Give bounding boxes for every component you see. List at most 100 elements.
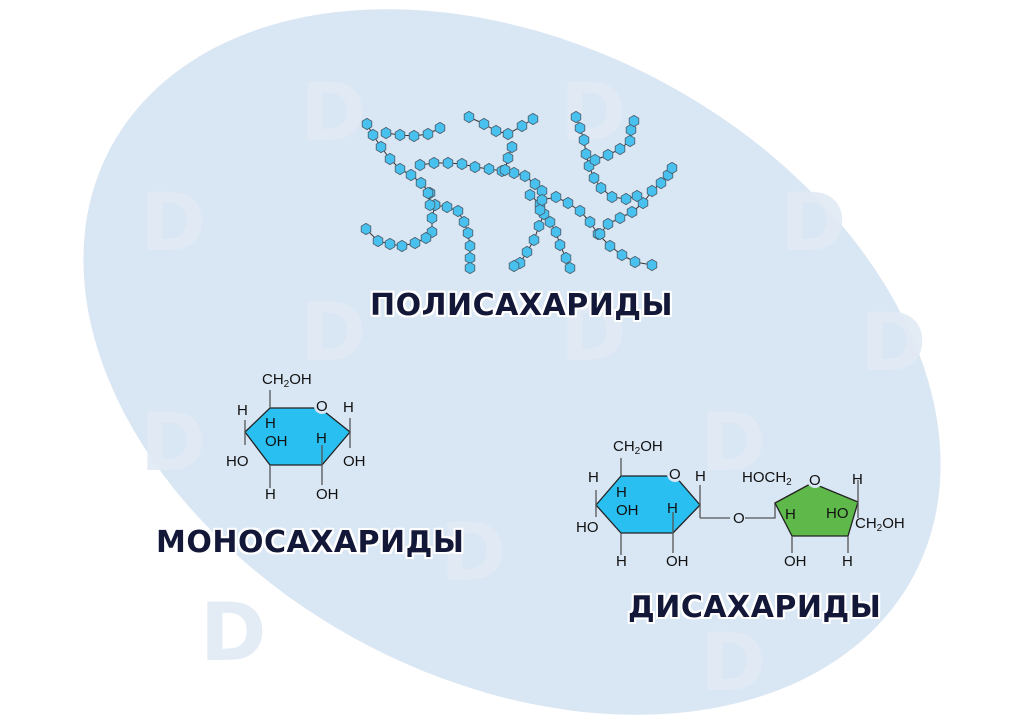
- hexagon-bead: [463, 110, 475, 124]
- disaccharide-structure: O CH2OH O H H H OH H HO H OH HOCH2 O H H…: [576, 438, 905, 570]
- oh-label: OH: [666, 553, 689, 570]
- hexagon-bead: [360, 222, 372, 236]
- hexagon-bead: [464, 251, 476, 265]
- h-label: H: [667, 500, 678, 517]
- svg-text:D: D: [300, 66, 366, 159]
- h-label: H: [616, 553, 627, 570]
- svg-text:D: D: [780, 176, 846, 269]
- hexagon-bead: [534, 203, 546, 217]
- hexagon-bead: [384, 237, 396, 251]
- hexagon-bead: [375, 140, 387, 154]
- hexagon-bead: [490, 124, 502, 138]
- hexagon-bead: [502, 127, 514, 141]
- label-disaccharides: ДИСАХАРИДЫ: [628, 590, 882, 625]
- hexagon-bead: [550, 225, 562, 239]
- hexagon-bead: [409, 236, 421, 250]
- hexagon-bead: [405, 168, 417, 182]
- hexagon-bead: [544, 215, 556, 229]
- ho-label: HO: [576, 519, 599, 536]
- oh-label: OH: [343, 453, 366, 470]
- hexagon-bead: [602, 148, 614, 162]
- h-label: H: [343, 399, 354, 416]
- hexagon-bead: [428, 156, 440, 170]
- hexagon-bead: [536, 193, 548, 207]
- h-label: H: [265, 486, 276, 503]
- hexagon-bead: [574, 204, 586, 218]
- svg-text:D: D: [700, 396, 766, 489]
- hexagon-bead: [483, 162, 495, 176]
- hexagon-bead: [414, 158, 426, 172]
- hexagon-bead: [614, 142, 626, 156]
- svg-text:D: D: [200, 586, 266, 679]
- hexagon-bead: [628, 114, 640, 128]
- h-label: H: [616, 484, 627, 501]
- h-label: H: [265, 415, 276, 432]
- hexagon-bead: [422, 186, 434, 200]
- hexagon-bead: [464, 261, 476, 275]
- hexagon-bead: [655, 176, 667, 190]
- h-label: H: [237, 402, 248, 419]
- glucose-ch2oh: CH2OH: [613, 438, 663, 457]
- hexagon-bead: [529, 177, 541, 191]
- hexagon-bead: [452, 204, 464, 218]
- hexagon-bead: [562, 196, 574, 210]
- oh-label: OH: [784, 553, 807, 570]
- hexagon-bead: [384, 152, 396, 166]
- svg-text:D: D: [560, 66, 626, 159]
- hexagon-bead: [620, 192, 632, 206]
- hexagon-bead: [422, 127, 434, 141]
- hexagon-bead: [602, 217, 614, 231]
- hexagon-bead: [462, 226, 474, 240]
- label-polysaccharides: ПОЛИСАХАРИДЫ: [370, 288, 674, 323]
- hexagon-bead: [415, 176, 427, 190]
- hexagon-bead: [624, 134, 636, 148]
- oh-label: OH: [265, 433, 288, 450]
- label-monosaccharides: МОНОСАХАРИДЫ: [156, 525, 465, 560]
- fructose-hoch2: HOCH2: [742, 469, 792, 488]
- hexagon-bead: [442, 156, 454, 170]
- hexagon-bead: [434, 121, 446, 135]
- hexagon-bead: [394, 162, 406, 176]
- hexagon-bead: [441, 200, 453, 214]
- ho-label: HO: [826, 505, 849, 522]
- ring-oxygen: O: [316, 398, 328, 415]
- hexagon-bead: [554, 238, 566, 252]
- svg-text:D: D: [140, 396, 206, 489]
- hexagon-bead: [594, 227, 606, 241]
- fructose-ring: [774, 482, 859, 537]
- hexagon-bead: [595, 181, 607, 195]
- h-label: H: [785, 506, 796, 523]
- hexagon-bead: [629, 255, 641, 269]
- hexagon-bead: [564, 261, 576, 275]
- hexagon-bead: [502, 151, 514, 165]
- hexagon-bead: [646, 184, 658, 198]
- hexagon-bead: [426, 211, 438, 225]
- svg-text:D: D: [560, 286, 626, 379]
- hexagon-bead: [550, 190, 562, 204]
- hexagon-bead: [584, 215, 596, 229]
- hexagon-bead: [646, 258, 658, 272]
- hexagon-bead: [521, 245, 533, 259]
- hexagon-bead: [574, 121, 586, 135]
- hexagon-bead: [516, 119, 528, 133]
- oh-label: OH: [316, 486, 339, 503]
- hexagon-bead: [631, 189, 643, 203]
- hexagon-bead: [606, 190, 618, 204]
- svg-text:D: D: [700, 616, 766, 709]
- hexagon-bead: [506, 140, 518, 154]
- hexagon-bead: [626, 205, 638, 219]
- hexagon-bead: [469, 160, 481, 174]
- svg-text:D: D: [440, 506, 506, 599]
- hexagon-bead: [524, 188, 536, 202]
- hexagon-bead: [458, 215, 470, 229]
- hexagon-bead: [396, 239, 408, 253]
- hexagon-bead: [560, 251, 572, 265]
- h-label: H: [316, 430, 327, 447]
- h-label: H: [588, 469, 599, 486]
- hexagon-bead: [533, 219, 545, 233]
- hexagon-bead: [570, 110, 582, 124]
- glycosidic-oxygen: O: [733, 510, 745, 527]
